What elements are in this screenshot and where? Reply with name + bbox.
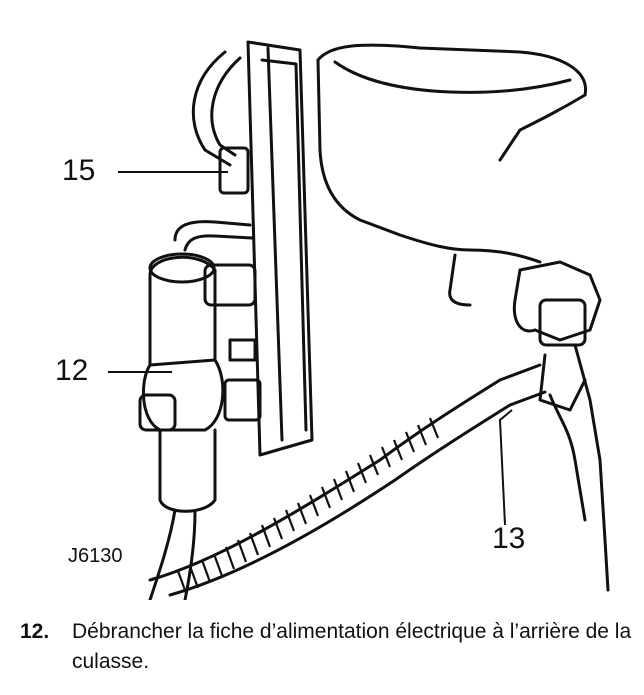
figure-id: J6130 [68, 545, 123, 567]
engine-line-drawing [108, 40, 610, 602]
step-number: 12. [20, 620, 50, 643]
step-text: Débrancher la fiche d’alimentation élect… [72, 620, 632, 673]
callout-15: 15 [62, 154, 96, 187]
callout-12: 12 [55, 354, 89, 387]
leader-line-13 [498, 409, 513, 526]
technical-illustration: 15 12 13 J6130 [55, 40, 610, 602]
callout-13: 13 [492, 522, 526, 555]
